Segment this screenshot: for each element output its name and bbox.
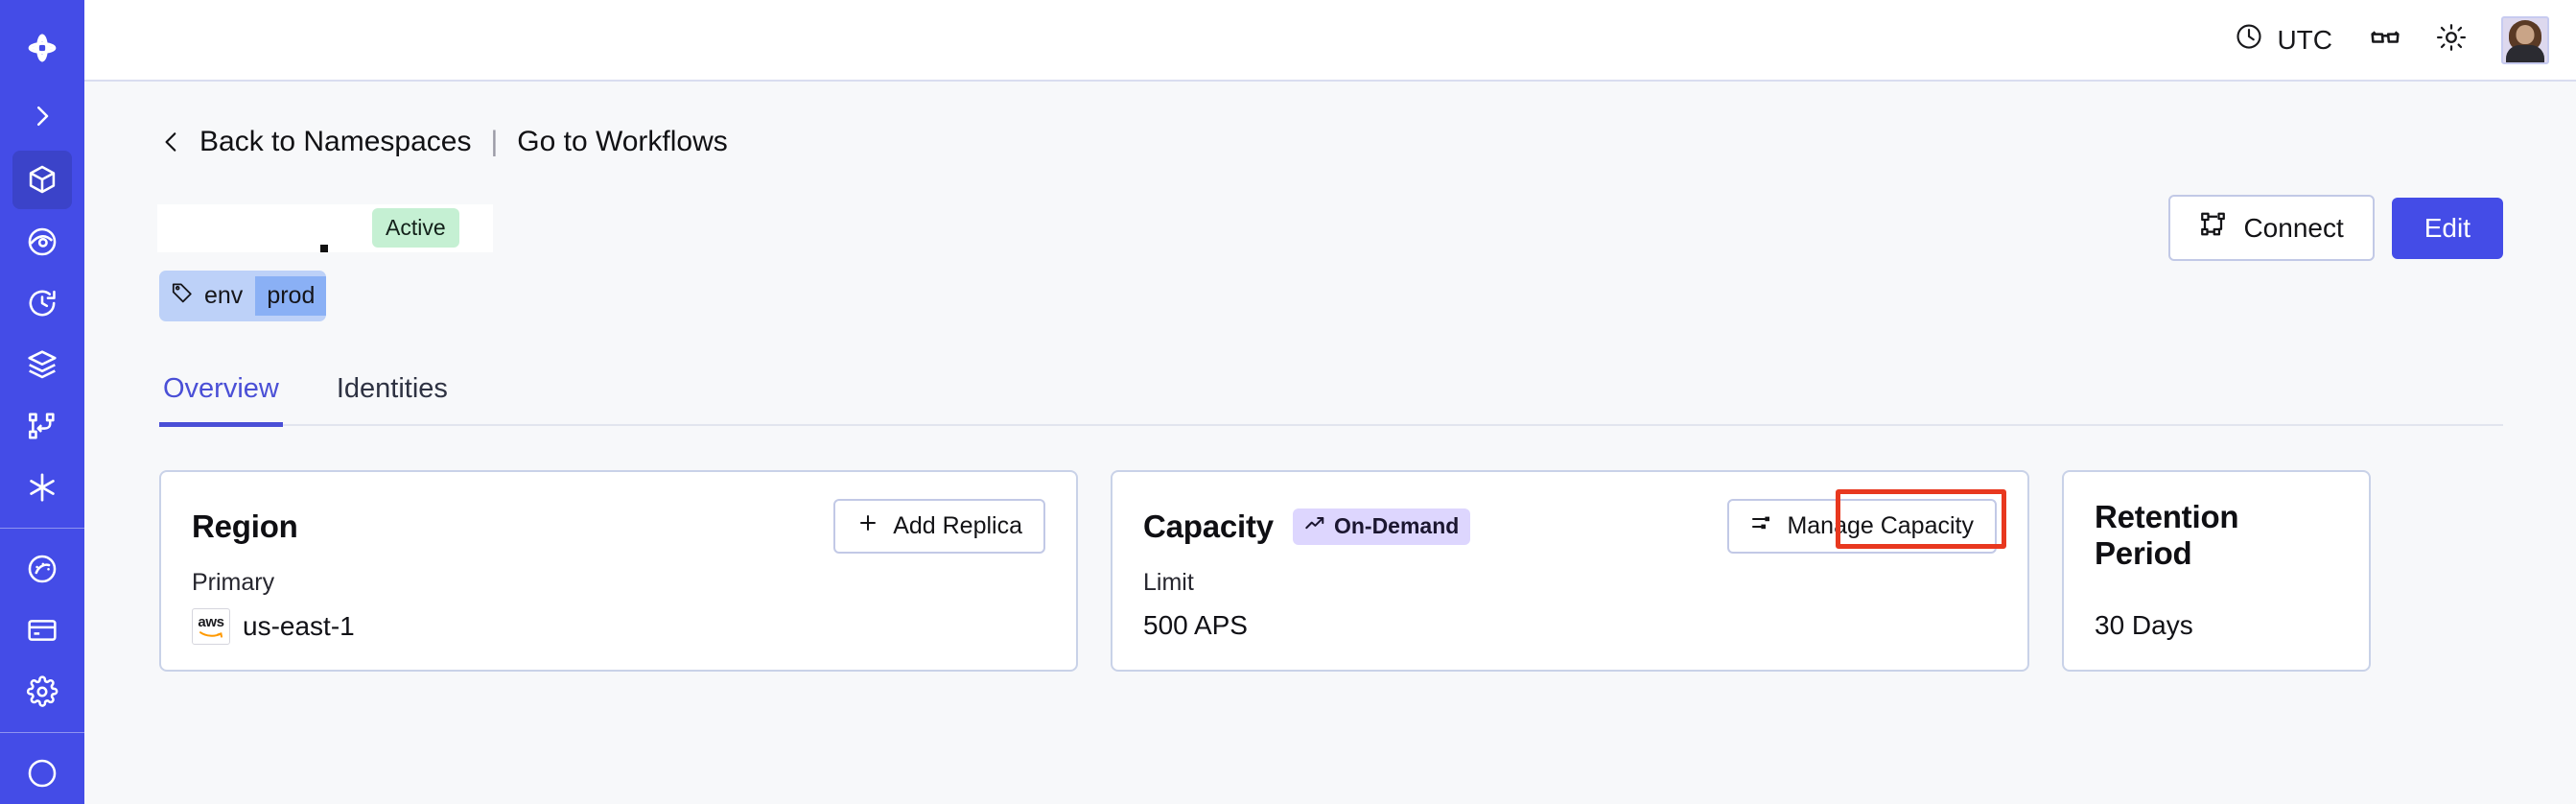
tab-overview[interactable]: Overview (159, 366, 283, 427)
help-icon (26, 757, 59, 790)
namespace-actions: Connect Edit (2168, 195, 2503, 261)
aws-logo-icon: aws (192, 608, 230, 645)
aws-logo-text: aws (198, 614, 224, 630)
capacity-limit-label: Limit (1143, 569, 1194, 596)
retention-value: 30 Days (2095, 610, 2193, 640)
region-primary-value: us-east-1 (243, 611, 355, 641)
breadcrumb-separator: | (490, 126, 499, 157)
namespace-tags: env prod (159, 271, 2503, 321)
sidebar-item-schedules[interactable] (12, 274, 72, 332)
sidebar (0, 0, 84, 804)
sidebar-item-help[interactable] (12, 745, 72, 802)
eye-icon (26, 225, 59, 258)
tag-chip[interactable]: env prod (159, 271, 327, 321)
sidebar-item-stack[interactable] (12, 336, 72, 393)
manage-capacity-action: Manage Capacity (1727, 499, 1997, 554)
clock-rewind-icon (26, 287, 59, 319)
reader-mode-button[interactable] (2352, 13, 2419, 66)
layers-icon (26, 348, 59, 381)
add-replica-button[interactable]: Add Replica (833, 499, 1045, 554)
retention-card-header: Retention Period (2095, 499, 2338, 572)
manage-capacity-button[interactable]: Manage Capacity (1727, 499, 1997, 554)
status-badge: Active (372, 208, 459, 248)
asterisk-icon (25, 470, 59, 505)
region-card-header: Region Add Replica (192, 499, 1045, 554)
sidebar-item-billing[interactable] (12, 602, 72, 659)
clock-icon (2235, 22, 2263, 58)
on-demand-label: On-Demand (1333, 513, 1460, 538)
temporal-logo[interactable] (0, 13, 84, 83)
connect-icon (2199, 210, 2228, 246)
namespace-title-row: Active (157, 195, 2503, 261)
sun-icon (2436, 22, 2467, 58)
sidebar-item-nexus[interactable] (12, 459, 72, 516)
page-content: Back to Namespaces | Go to Workflows Act… (84, 82, 2576, 804)
glasses-icon (2369, 21, 2401, 59)
timezone-label: UTC (2277, 24, 2332, 55)
tab-bar: Overview Identities (159, 366, 2503, 427)
timezone-button[interactable]: UTC (2215, 14, 2352, 65)
region-primary-value-row: aws us-east-1 (192, 608, 1045, 645)
expand-sidebar-button[interactable] (0, 83, 84, 150)
sidebar-divider-2 (0, 731, 84, 733)
connect-label: Connect (2243, 212, 2344, 243)
tag-value: prod (255, 276, 327, 316)
capacity-limit-value: 500 APS (1143, 610, 1248, 640)
breadcrumb-back-link[interactable]: Back to Namespaces (199, 126, 472, 157)
sidebar-item-observability[interactable] (12, 213, 72, 271)
connect-button[interactable]: Connect (2168, 195, 2375, 261)
chevron-left-icon[interactable] (159, 127, 184, 157)
breadcrumb-workflows-link[interactable]: Go to Workflows (517, 126, 728, 157)
overview-cards: Region Add Replica (159, 470, 2503, 672)
sidebar-item-namespaces[interactable] (12, 151, 72, 209)
header-actions: UTC (2215, 13, 2549, 66)
manage-capacity-label: Manage Capacity (1787, 512, 1974, 539)
sidebar-divider-1 (0, 527, 84, 529)
tag-icon (171, 281, 194, 311)
retention-card-title: Retention Period (2095, 499, 2239, 571)
user-avatar[interactable] (2501, 15, 2549, 64)
sliders-icon (1750, 511, 1773, 541)
retention-card: Retention Period 30 Days (2062, 470, 2371, 672)
breadcrumb: Back to Namespaces | Go to Workflows (159, 126, 2503, 158)
gear-icon (26, 675, 59, 708)
main-pane: UTC (84, 0, 2576, 804)
add-replica-action: Add Replica (833, 499, 1045, 554)
capacity-card-header: Capacity On-Demand (1143, 499, 1997, 554)
avatar-body (2506, 44, 2544, 62)
edit-button[interactable]: Edit (2391, 197, 2503, 259)
theme-toggle-button[interactable] (2419, 14, 2484, 65)
tag-key: env (204, 282, 244, 309)
plus-icon (856, 511, 879, 541)
region-card: Region Add Replica (159, 470, 1078, 672)
tab-identities[interactable]: Identities (336, 373, 448, 404)
add-replica-label: Add Replica (893, 512, 1022, 539)
sidebar-item-usage[interactable] (12, 540, 72, 598)
capacity-card: Capacity On-Demand (1111, 470, 2029, 672)
on-demand-badge: On-Demand (1292, 508, 1471, 545)
credit-card-icon (26, 614, 59, 647)
title-glyph (320, 244, 328, 252)
top-header: UTC (84, 0, 2576, 82)
capacity-card-title: Capacity (1143, 508, 1274, 544)
trending-up-icon (1304, 513, 1325, 540)
sidebar-item-settings[interactable] (12, 663, 72, 721)
cube-icon (26, 163, 59, 196)
git-branch-icon (26, 410, 59, 442)
edit-label: Edit (2424, 212, 2471, 243)
region-card-title: Region (192, 508, 298, 544)
gauge-icon (26, 553, 59, 585)
sidebar-item-workflows[interactable] (12, 397, 72, 455)
region-primary-label: Primary (192, 569, 275, 596)
